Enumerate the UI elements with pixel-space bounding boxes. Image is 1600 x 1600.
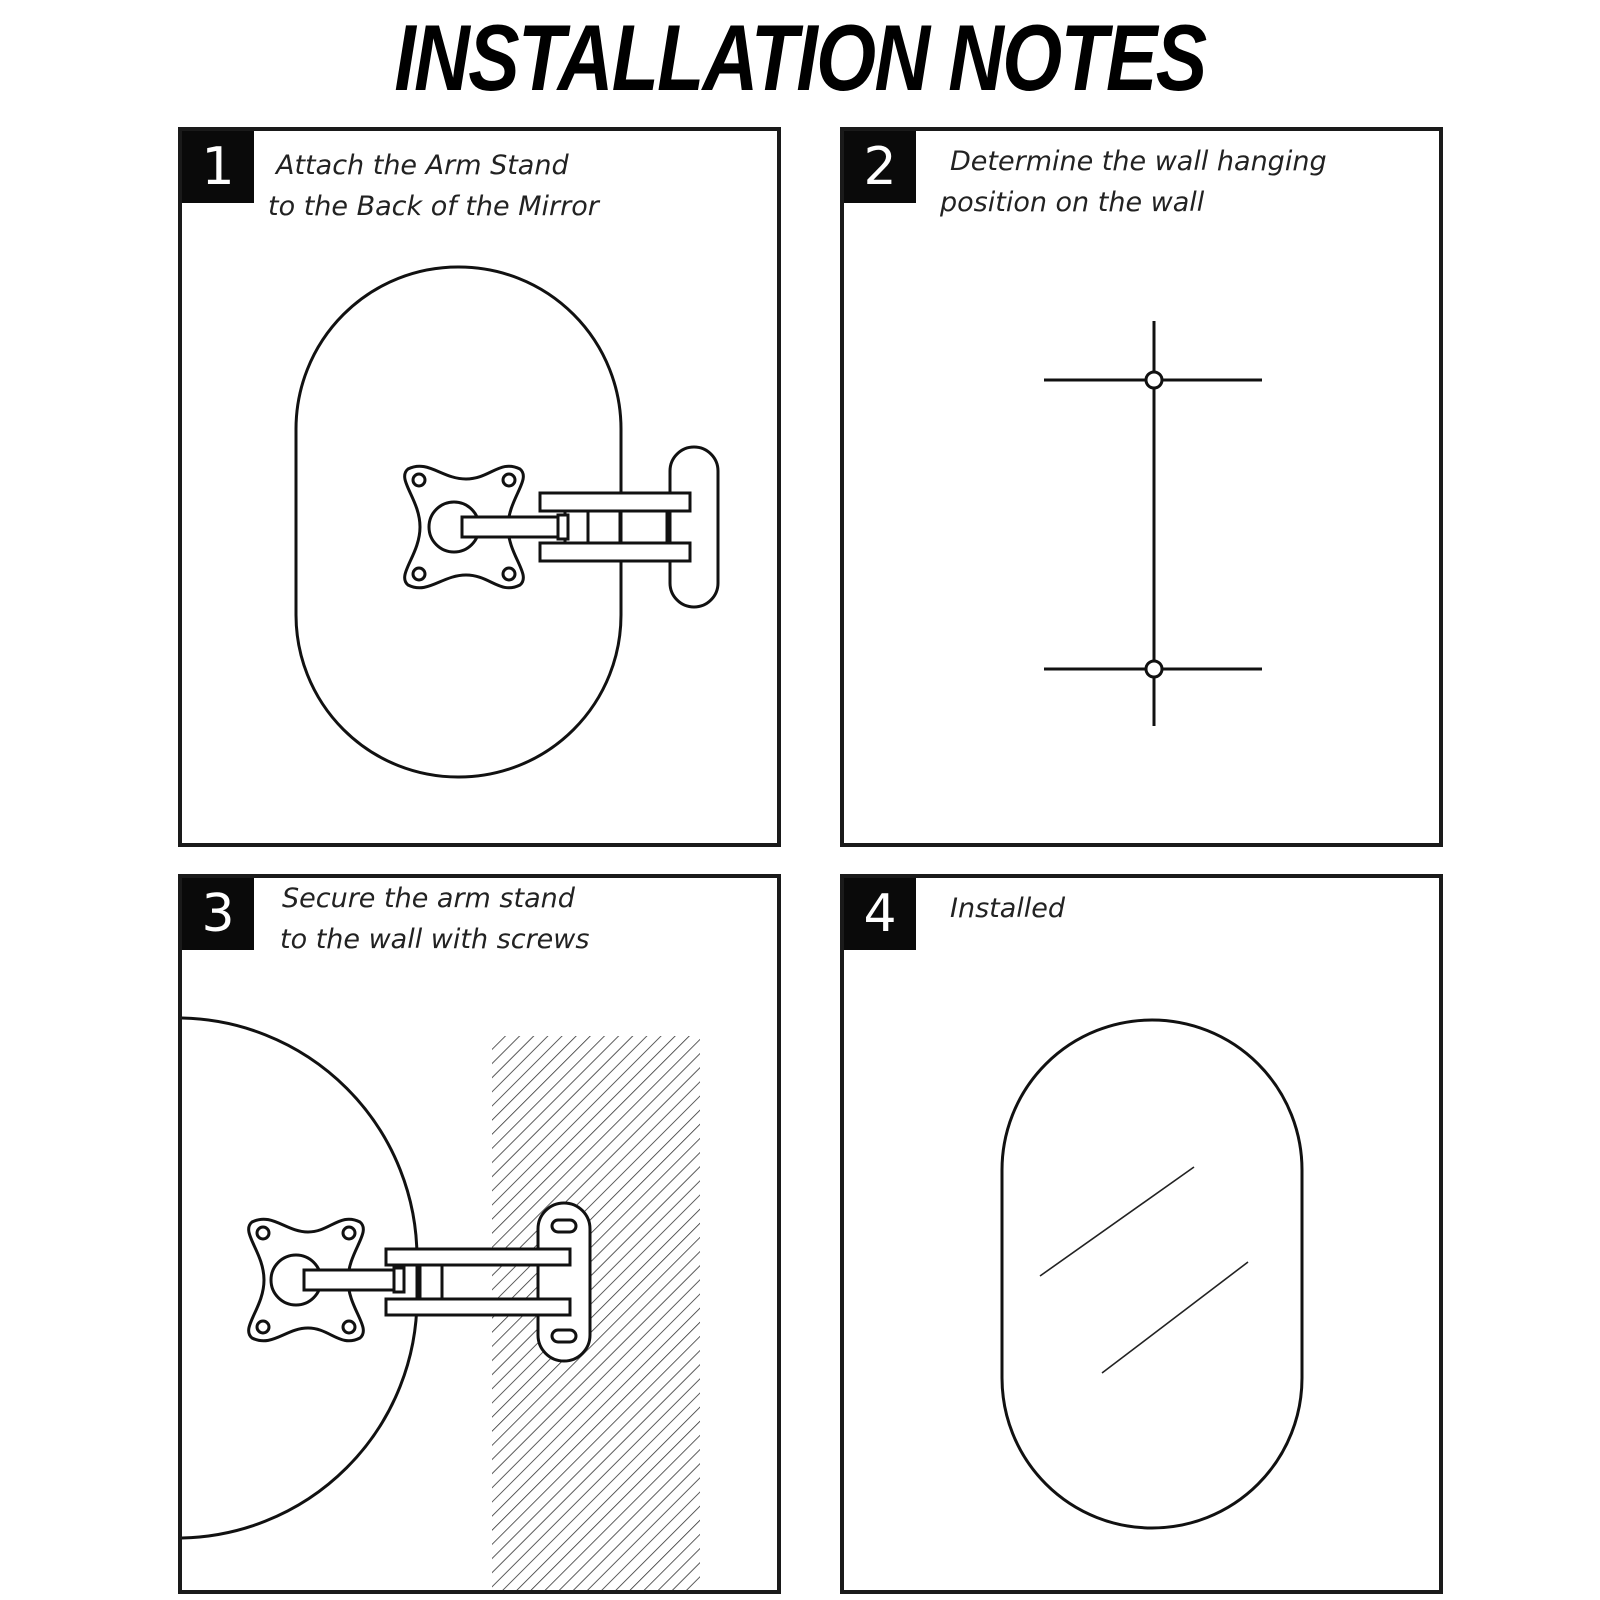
step-3-number-badge: 3 (182, 878, 254, 950)
arm-lower-bar (538, 541, 692, 563)
step-2-panel: 2 Determine the wall hanging position on… (840, 127, 1443, 847)
step-2-caption-line-1: Determine the wall hanging (950, 146, 1327, 177)
arm-connector (460, 515, 564, 539)
step-3-caption-line-1: Secure the arm stand (282, 883, 575, 914)
wall-plate (668, 445, 720, 609)
step-2-illustration (1044, 321, 1262, 726)
installed-mirror-outline (1000, 1018, 1304, 1530)
arm-connector (302, 1268, 400, 1292)
step-1-panel: 1 Attach the Arm Stand to the Back of th… (178, 127, 781, 847)
wall-plate (536, 1201, 592, 1363)
step-1-caption-line-1: Attach the Arm Stand (276, 150, 569, 181)
step-4-illustration (1000, 1018, 1304, 1530)
page-title: INSTALLATION NOTES (394, 5, 1207, 110)
upper-mark-point (1144, 370, 1164, 390)
mirror-reflection-line-1 (1039, 1166, 1195, 1277)
arm-lower-bar (384, 1297, 572, 1317)
step-4-number-badge: 4 (844, 878, 916, 950)
arm-upper-bar (384, 1247, 572, 1267)
step-4-panel: 4 Installed (840, 874, 1443, 1594)
step-3-caption-line-2: to the wall with screws (280, 924, 590, 955)
step-1-caption-line-2: to the Back of the Mirror (268, 191, 599, 222)
step-3-panel: 3 Secure the arm stand to the wall with … (178, 874, 781, 1594)
step-2-caption-line-2: position on the wall (940, 187, 1205, 218)
step-1-number-badge: 1 (182, 131, 254, 203)
step-4-caption-line-1: Installed (950, 893, 1066, 924)
mirror-reflection-line-2 (1101, 1261, 1249, 1374)
step-3-illustration (182, 1016, 700, 1590)
lower-mark-point (1144, 659, 1164, 679)
step-1-illustration (294, 265, 720, 779)
step-2-number-badge: 2 (844, 131, 916, 203)
arm-upper-bar (538, 491, 692, 513)
